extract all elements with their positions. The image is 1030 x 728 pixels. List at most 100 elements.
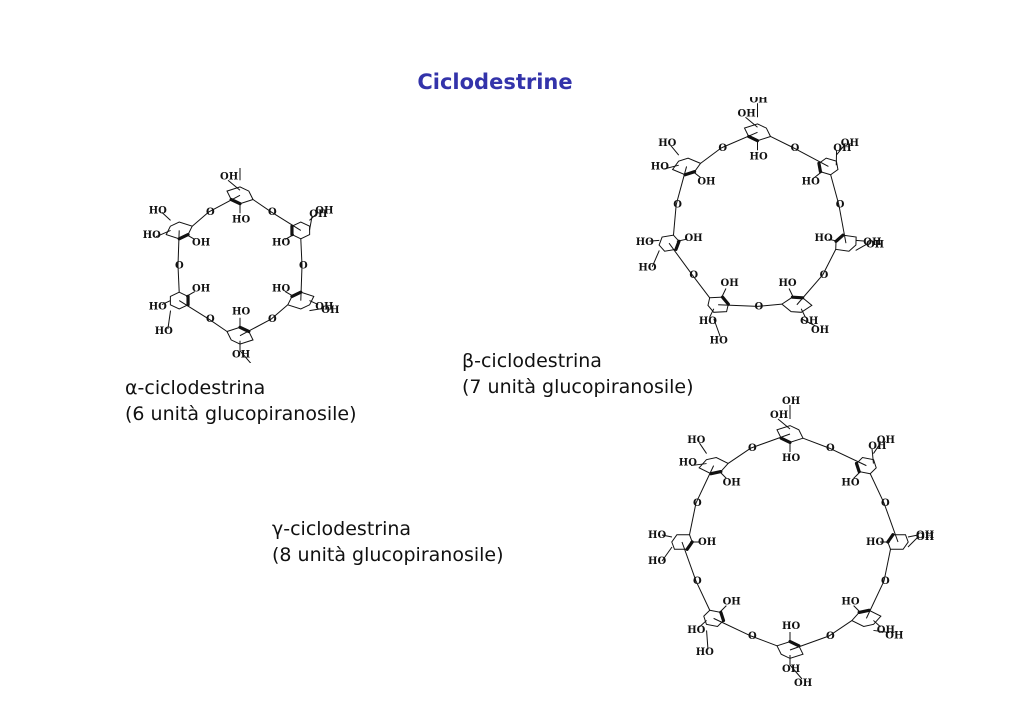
primary-hydroxyl-label: OH	[723, 478, 741, 489]
hydroxyl-label: OH	[800, 316, 818, 327]
hydroxyl-label: OH	[866, 239, 884, 250]
hydroxyl-label: HO	[648, 556, 666, 567]
hydroxyl-label: OH	[811, 325, 829, 336]
hydroxyl-label: OH	[877, 435, 895, 446]
primary-hydroxyl-label: OH	[721, 278, 739, 289]
hydroxyl-label: HO	[149, 205, 167, 216]
alpha-cyclodextrin-caption: α-ciclodestrina (6 unità glucopiranosile…	[125, 375, 357, 427]
beta-cyclodextrin-caption: β-ciclodestrina (7 unità glucopiranosile…	[462, 348, 694, 400]
alpha-ring-svg: OOHOHHOOOHOHHOOOHOHHOOOHOHHOOHOHOOHOHOHO…	[143, 168, 339, 363]
glycosidic-oxygen-label: O	[175, 261, 184, 272]
hydroxyl-label: OH	[885, 630, 903, 641]
alpha-caption-name: α-ciclodestrina	[125, 377, 266, 399]
alpha-caption-units: (6 unità glucopiranosile)	[125, 403, 357, 425]
glucopyranose-unit: O HO HO OH	[143, 194, 241, 248]
primary-hydroxyl-label: HO	[866, 537, 884, 548]
glycosidic-oxygen-label: O	[791, 143, 800, 154]
hydroxyl-label: OH	[770, 410, 788, 421]
gamma-caption-name: γ-ciclodestrina	[272, 518, 412, 540]
glucopyranose-unit: O OH OH HO	[713, 617, 812, 689]
glycosidic-oxygen-label: O	[836, 199, 845, 210]
glycosidic-oxygen-label: O	[881, 576, 890, 587]
glycosidic-oxygen-label: O	[693, 498, 702, 509]
primary-hydroxyl-label: HO	[841, 596, 859, 607]
hydroxyl-label: OH	[315, 302, 333, 313]
slide-title: Ciclodestrine	[417, 70, 573, 94]
glycosidic-oxygen-label: O	[826, 443, 835, 454]
primary-hydroxyl-label: OH	[192, 237, 210, 248]
glycosidic-oxygen-label: O	[268, 314, 277, 325]
hydroxyl-label: OH	[782, 396, 800, 407]
hydroxyl-label: OH	[309, 209, 327, 220]
hydroxyl-label: HO	[710, 335, 728, 346]
glycosidic-oxygen-label: O	[881, 498, 890, 509]
primary-hydroxyl-label: HO	[782, 453, 800, 464]
hydroxyl-label: HO	[149, 302, 167, 313]
glycosidic-oxygen-label: O	[673, 199, 682, 210]
glycosidic-oxygen-label: O	[206, 207, 215, 218]
primary-hydroxyl-label: HO	[782, 621, 800, 632]
primary-hydroxyl-label: OH	[192, 284, 210, 295]
primary-hydroxyl-label: HO	[750, 151, 768, 162]
primary-hydroxyl-label: HO	[802, 176, 820, 187]
hydroxyl-label: OH	[232, 350, 250, 361]
hydroxyl-label: OH	[794, 678, 812, 689]
primary-hydroxyl-label: OH	[698, 537, 716, 548]
glycosidic-oxygen-label: O	[206, 314, 215, 325]
gamma-caption-units: (8 unità glucopiranosile)	[272, 544, 504, 566]
hydroxyl-label: HO	[658, 138, 676, 149]
glycosidic-oxygen-label: O	[820, 270, 829, 281]
glycosidic-oxygen-label: O	[693, 576, 702, 587]
beta-caption-name: β-ciclodestrina	[462, 350, 602, 372]
beta-caption-units: (7 unità glucopiranosile)	[462, 376, 694, 398]
hydroxyl-label: HO	[636, 237, 654, 248]
hydroxyl-label: OH	[841, 138, 859, 149]
hydroxyl-label: OH	[868, 441, 886, 452]
hydroxyl-label: OH	[863, 237, 881, 248]
hydroxyl-label: OH	[782, 664, 800, 675]
alpha-cyclodextrin-structure: OOHOHHOOOHOHHOOOHOHHOOOHOHHOOHOHOOHOHOHO…	[125, 168, 355, 363]
hydroxyl-label: OH	[833, 143, 851, 154]
hydroxyl-label: OH	[877, 625, 895, 636]
primary-hydroxyl-label: OH	[684, 233, 702, 244]
hydroxyl-label: OH	[315, 205, 333, 216]
hydroxyl-label: HO	[651, 162, 669, 173]
glycosidic-oxygen-label: O	[748, 443, 757, 454]
hydroxyl-label: HO	[648, 530, 666, 541]
hydroxyl-label: HO	[143, 230, 161, 241]
hydroxyl-label: OH	[220, 171, 238, 182]
glycosidic-oxygen-label: O	[748, 631, 757, 642]
glycosidic-oxygen-label: O	[718, 143, 727, 154]
primary-hydroxyl-label: HO	[841, 478, 859, 489]
hydroxyl-label: HO	[155, 326, 173, 337]
glucopyranose-unit: O HO HO OH	[648, 465, 716, 567]
glycosidic-oxygen-label: O	[755, 301, 764, 312]
glycosidic-oxygen-label: O	[689, 270, 698, 281]
hydroxyl-label: OH	[750, 97, 768, 105]
glucopyranose-unit: O OH OH HO	[770, 396, 867, 467]
glycosidic-oxygen-label: O	[299, 261, 308, 272]
primary-hydroxyl-label: HO	[232, 307, 250, 318]
hydroxyl-label: HO	[696, 647, 714, 658]
primary-hydroxyl-label: HO	[778, 278, 796, 289]
beta-ring-svg: OOHOHHOOOHOHHOOOHOHHOOOHOHHOOHOHOOHOHOHO…	[636, 97, 884, 346]
primary-hydroxyl-label: HO	[232, 214, 250, 225]
